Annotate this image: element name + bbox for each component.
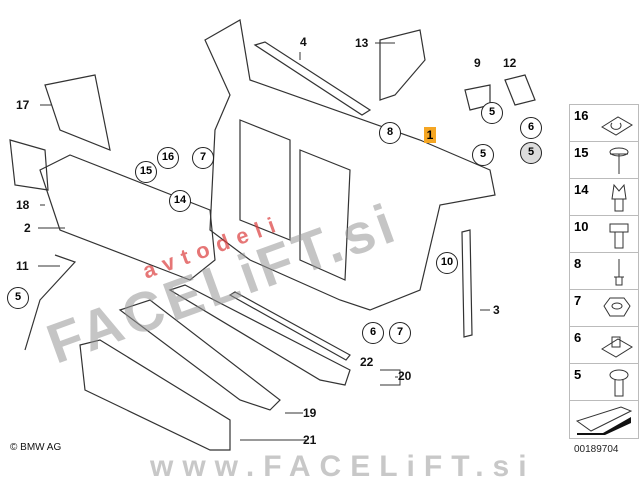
callout-13: 13 — [355, 36, 369, 50]
callout-17: 17 — [16, 98, 30, 112]
legend-item: 8 — [570, 253, 638, 290]
legend-item: 15 — [570, 142, 638, 179]
circled-callout-16: 16 — [157, 147, 179, 169]
circled-callout-5: 5 — [520, 142, 542, 164]
legend-item — [570, 401, 638, 438]
callout-9: 9 — [474, 56, 481, 70]
circled-callout-8: 8 — [379, 122, 401, 144]
pop-rivet-icon — [614, 259, 624, 286]
front-panel-carrier — [204, 19, 496, 311]
leader-lines — [38, 42, 490, 441]
legend-item: 7 — [570, 290, 638, 327]
watermark-url: www.FACELiFT.si — [150, 450, 536, 483]
hex-nut-icon — [603, 297, 631, 317]
legend-item: 14 — [570, 179, 638, 216]
callout-4: 4 — [300, 35, 307, 49]
diagram-code: 00189704 — [574, 444, 619, 455]
grille-19 — [118, 299, 281, 411]
legend-item: 5 — [570, 364, 638, 401]
legend-item: 10 — [570, 216, 638, 253]
fastener-legend: 16 15 14 10 8 7 6 5 — [569, 104, 639, 439]
bracket-11 — [24, 254, 77, 351]
callout-2: 2 — [24, 221, 31, 235]
expanding-rivet-icon — [611, 183, 627, 212]
callout-12: 12 — [503, 56, 517, 70]
circled-callout-5: 5 — [472, 144, 494, 166]
highlighted-part-1: 1 — [424, 127, 436, 143]
cage-nut-icon — [601, 336, 633, 358]
screw-icon — [609, 369, 629, 397]
air-duct-20 — [168, 284, 351, 386]
circled-callout-5: 5 — [481, 102, 503, 124]
circled-callout-10: 10 — [436, 252, 458, 274]
self-tapping-screw-icon — [609, 147, 629, 174]
panel-openings — [239, 119, 351, 281]
circled-callout-7: 7 — [192, 147, 214, 169]
circled-callout-7: 7 — [389, 322, 411, 344]
bracket-12 — [504, 74, 536, 106]
strip-22 — [228, 291, 351, 361]
callout-3: 3 — [493, 303, 500, 317]
seal-3 — [461, 229, 473, 338]
callout-22: 22 — [360, 355, 374, 369]
legend-item: 6 — [570, 327, 638, 364]
circled-callout-15: 15 — [135, 161, 157, 183]
bracket-13 — [379, 29, 426, 101]
callout-21: 21 — [303, 433, 317, 447]
circled-callout-6: 6 — [520, 117, 542, 139]
callout-11: 11 — [16, 259, 29, 273]
frame-21 — [79, 339, 231, 451]
callout-19: 19 — [303, 406, 317, 420]
circled-callout-14: 14 — [169, 190, 191, 212]
copyright: © BMW AG — [10, 442, 62, 453]
legend-item: 16 — [570, 105, 638, 142]
clip-nut-icon — [601, 116, 633, 136]
hex-bolt-icon — [609, 223, 629, 249]
callout-18: 18 — [16, 198, 30, 212]
circled-callout-6: 6 — [362, 322, 384, 344]
orientation-arrow-icon — [575, 406, 633, 435]
callout-20: 20 — [398, 369, 412, 383]
circled-callout-5: 5 — [7, 287, 29, 309]
seal-4 — [253, 41, 372, 116]
air-duct-left — [39, 154, 216, 281]
grille-17 — [44, 74, 111, 151]
bracket-18 — [9, 139, 49, 191]
